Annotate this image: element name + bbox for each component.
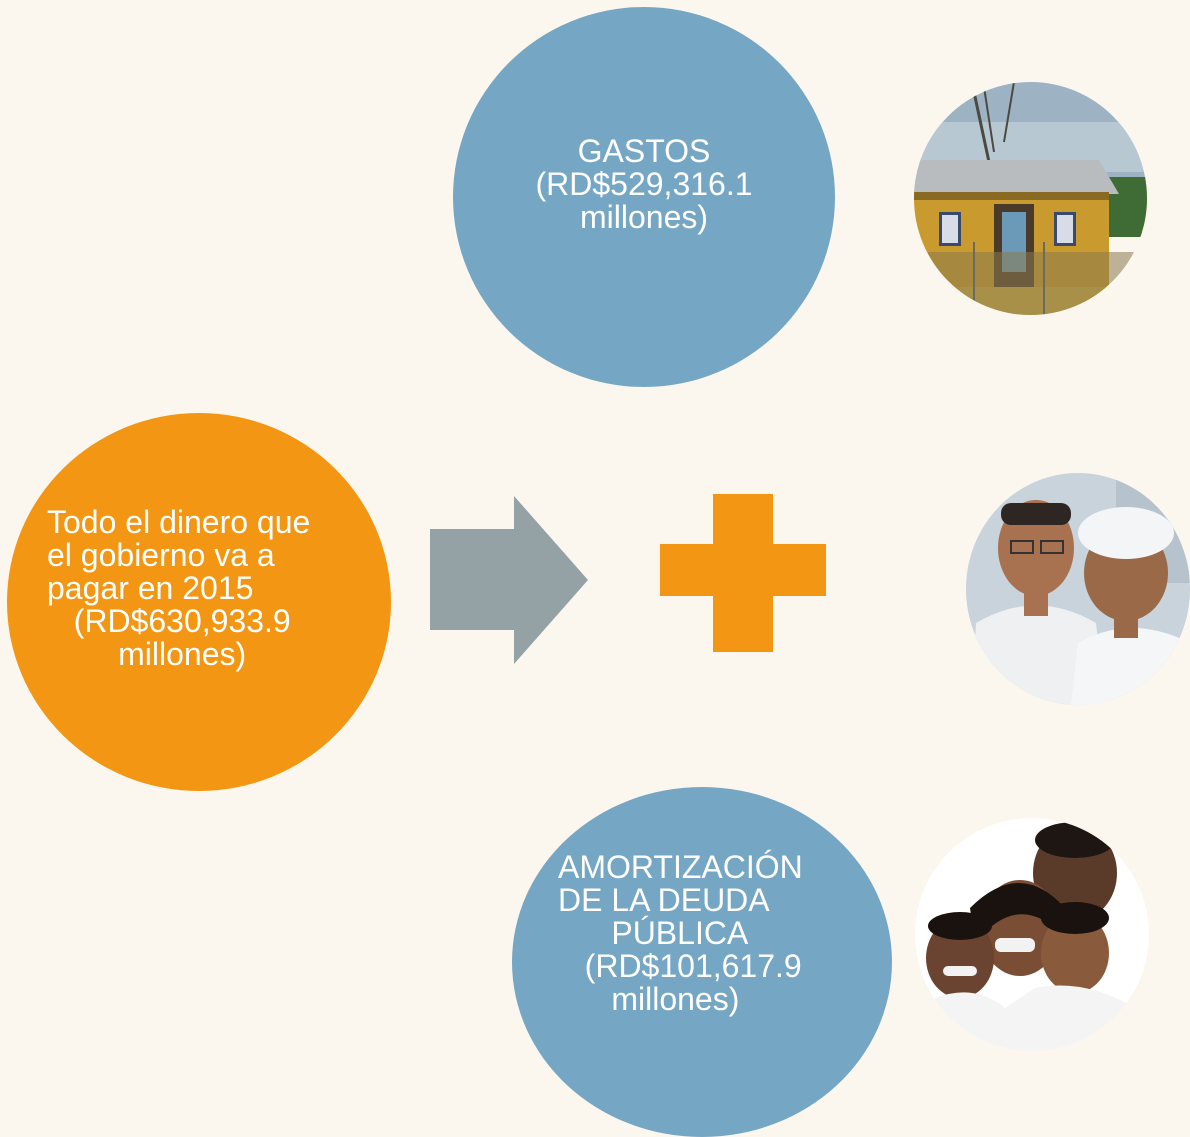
family-photo [915,818,1149,1051]
deuda-label: AMORTIZACIÓN DE LA DEUDA PÚBLICA (RD$101… [558,849,803,1017]
right-arrow-icon [430,496,588,664]
gastos-circle [453,7,835,387]
doctors-photo [966,473,1190,705]
school-building-photo [914,82,1147,315]
plus-icon [660,494,826,652]
source-circle [7,413,391,791]
source-label: Todo el dinero que el gobierno va a paga… [47,504,311,672]
deuda-circle [512,787,892,1137]
gastos-label: GASTOS (RD$529,316.1 millones) [535,133,753,235]
